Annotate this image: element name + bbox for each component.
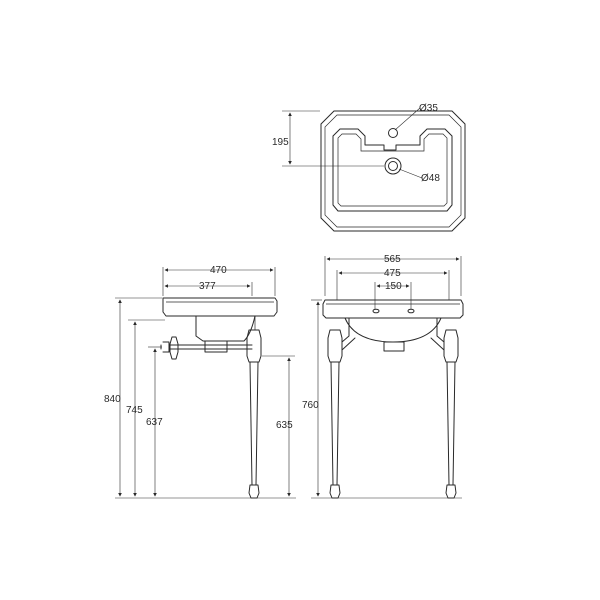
plan-view: Ø35 Ø48 195 (272, 103, 466, 232)
basin-body-front (322, 299, 464, 319)
basin-body-side (162, 297, 278, 317)
side-h635-label: 635 (276, 420, 293, 431)
side-h745-label: 745 (126, 405, 143, 416)
leg-foot-side (248, 484, 260, 499)
waste-hole-label: Ø48 (421, 173, 440, 184)
basin-outline-plan (320, 110, 466, 232)
leg-collar-side (246, 329, 262, 363)
front-width-label: 565 (384, 254, 401, 265)
side-view: 470 377 840 745 637 635 (104, 265, 296, 499)
leg-front-left (330, 361, 340, 486)
leg-collar-front-left (327, 329, 343, 363)
waste-hole-leader (398, 168, 423, 179)
front-height-label: 760 (302, 400, 319, 411)
depth-label: 195 (272, 137, 289, 148)
leg-foot-front-right (445, 484, 457, 499)
bowl-side (195, 315, 256, 342)
front-inner-label: 475 (384, 268, 401, 279)
wall-bracket-side (160, 341, 170, 353)
tap-hole-plan (388, 128, 398, 138)
tap-hole-front-right (407, 308, 415, 314)
bowl-front (344, 317, 442, 343)
waste-fitting-side (204, 340, 228, 353)
waste-hole-inner (388, 161, 398, 171)
waste-fitting-front (383, 341, 405, 352)
bowl-inner-plan (337, 133, 448, 207)
bracket-arm-front-right (430, 317, 445, 351)
basin-inner-rim-plan (324, 114, 462, 228)
leg-front-right (446, 361, 456, 486)
front-view: 565 475 150 760 (302, 254, 464, 499)
tap-hole-label: Ø35 (419, 103, 438, 114)
front-tap-spacing-label: 150 (385, 281, 402, 292)
waste-hole-outer (384, 157, 402, 175)
leg-collar-front-right (443, 329, 459, 363)
side-h637-label: 637 (146, 417, 163, 428)
bracket-arm-front-left (341, 317, 356, 351)
rail-collar-left (169, 336, 179, 360)
tap-hole-front-left (372, 308, 380, 314)
leg-foot-front-left (329, 484, 341, 499)
side-h840-label: 840 (104, 394, 121, 405)
leg-side (249, 361, 259, 486)
side-inner-label: 377 (199, 281, 216, 292)
bowl-outline-plan (332, 128, 453, 212)
tap-hole-leader (394, 107, 421, 131)
side-width-label: 470 (210, 265, 227, 276)
